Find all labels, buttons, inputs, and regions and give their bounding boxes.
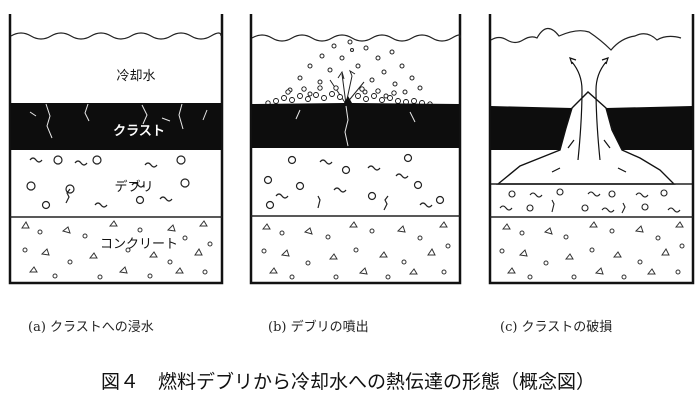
panel-c-crust-layer-left (491, 106, 572, 150)
panel-a-crust-cracks (29, 103, 208, 139)
panel-a-label-water: 冷却水 (116, 69, 155, 84)
panel-c-container (488, 14, 695, 285)
panel-c-water-surface (490, 27, 682, 51)
panel-a-label-debris: デブリ (114, 179, 153, 195)
panel-b-crust-cracks (295, 105, 416, 147)
panel-c-debris-particles (499, 188, 681, 214)
panel-b-water-surface (251, 34, 461, 42)
panel-b-debris-ejection: (b) デブリの噴出 (249, 14, 462, 335)
panel-a-water-surface (10, 32, 222, 40)
panel-c-flow-arrows (551, 57, 627, 173)
panel-a-concrete-aggregate (21, 220, 213, 280)
panel-a-label-crust: クラスト (113, 124, 165, 139)
panel-b-ejected-particles (287, 39, 423, 105)
panel-a-debris-particles (26, 155, 190, 210)
panel-c-breach-cone (496, 91, 676, 185)
panel-b-concrete-aggregate (261, 221, 451, 280)
panel-c-concrete-aggregate (499, 221, 685, 280)
panel-b-container (249, 14, 462, 285)
panel-c-crust-breakage: (c) クラストの破損 (488, 14, 695, 335)
panel-b-crust-layer (252, 96, 459, 148)
panel-a-crust-layer (11, 103, 221, 150)
panel-b-debris-particles (263, 153, 445, 211)
panel-c-caption: (c) クラストの破損 (500, 320, 612, 335)
panel-b-caption: (b) デブリの噴出 (268, 319, 369, 335)
panel-c-crust-layer-right (606, 106, 692, 150)
figure-caption: 図４ 燃料デブリから冷却水への熱伝達の形態（概念図） (101, 370, 595, 393)
panel-a-crust-flooding: 冷却水 クラスト デブリ コンクリート (a) クラストへの浸水 (8, 14, 224, 335)
panel-a-caption: (a) クラストへの浸水 (28, 320, 154, 335)
panel-a-container (8, 14, 224, 285)
panel-a-label-concrete: コンクリート (100, 237, 178, 252)
